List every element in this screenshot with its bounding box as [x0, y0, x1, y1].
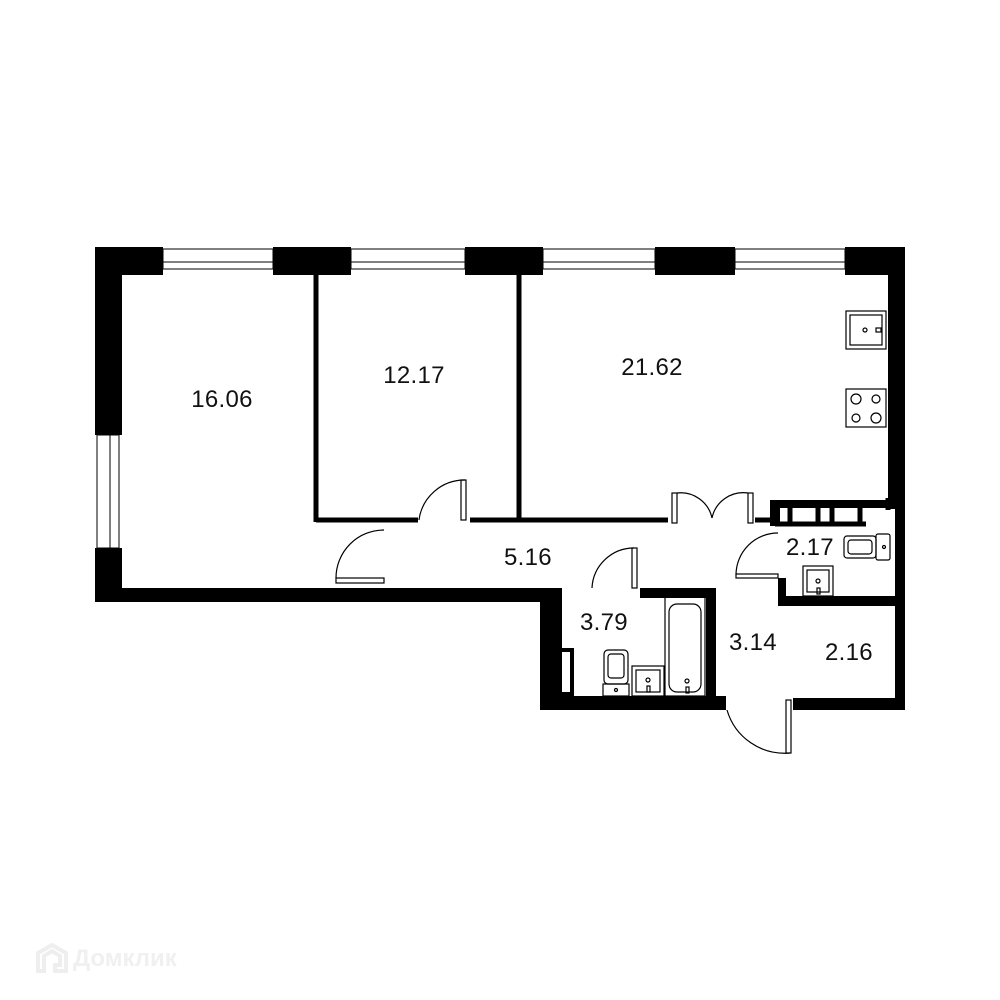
room-area-entrance-hall: 3.14: [729, 629, 777, 656]
domclick-watermark: Домклик: [35, 942, 177, 976]
room-area-hallway: 5.16: [504, 544, 552, 571]
shelving: [775, 505, 866, 527]
room-area-bedroom-left: 16.06: [191, 386, 253, 413]
room-area-bedroom-middle: 12.17: [383, 362, 445, 389]
room-area-wc: 2.17: [786, 534, 834, 561]
room-area-kitchen-living: 21.62: [621, 354, 683, 381]
room-area-storage: 2.16: [825, 639, 873, 666]
watermark-text: Домклик: [73, 945, 177, 972]
bathtub-icon: [664, 595, 706, 697]
doors: [335, 479, 792, 754]
washing-machine-icon: [552, 648, 574, 696]
room-area-bathroom: 3.79: [580, 609, 628, 636]
kitchen-sink-icon: [845, 310, 887, 350]
walls: [95, 247, 905, 710]
house-logo-icon: [36, 942, 68, 973]
toilet-icon: [602, 649, 630, 697]
interior-walls: [313, 275, 891, 523]
bath-sink-icon: [631, 665, 665, 697]
wc-toilet-icon: [843, 533, 891, 561]
stove-icon: [845, 388, 887, 428]
wc-sink-icon: [802, 565, 834, 597]
windows: [96, 248, 846, 549]
